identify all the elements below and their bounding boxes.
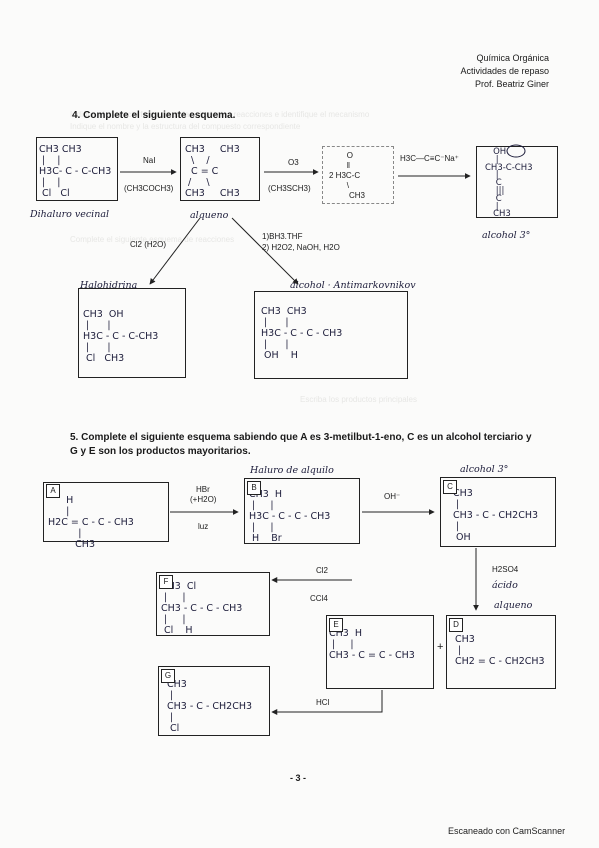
q4-reagent-nai: NaI xyxy=(143,156,156,165)
q5-box-g: CH3 | CH3 - C - CH2CH3 | Cl xyxy=(158,666,270,736)
q5-reagent-hbr: HBr xyxy=(196,485,210,494)
q4-note-alkene: alqueno xyxy=(190,210,229,221)
q5-box-d: CH3 | CH2 = C - CH2CH3 xyxy=(446,615,556,689)
q4-dihalide-structure: CH3 CH3 | | H3C- C - C-CH3 | | Cl Cl xyxy=(39,144,112,199)
q5-label-d: D xyxy=(449,618,463,632)
q4-note-dihalide: Dihaluro vecinal xyxy=(30,209,110,220)
q5-note-alkyl-halide: Haluro de alquilo xyxy=(250,465,334,476)
question-4-title: 4. Complete el siguiente esquema. xyxy=(72,110,236,121)
activity-title: Actividades de repaso xyxy=(460,66,549,76)
q4-note-antimarkovnikov: alcohol · Antimarkovnikov xyxy=(290,280,416,291)
q5-box-e: CH3 H | | CH3 - C = C - CH3 xyxy=(326,615,434,689)
q5-box-c: CH3 | CH3 - C - CH2CH3 | OH xyxy=(440,477,556,547)
q5-note-tertiary-alcohol: alcohol 3° xyxy=(460,464,509,475)
q5-structure-d: CH3 | CH2 = C - CH2CH3 xyxy=(455,634,545,667)
q5-structure-g: CH3 | CH3 - C - CH2CH3 | Cl xyxy=(167,679,253,734)
q5-note-alkene: alqueno xyxy=(494,600,533,611)
q4-reagent-cl2: Cl2 (H2O) xyxy=(130,240,167,249)
q4-note-halohydrin: Halohidrina xyxy=(80,280,138,291)
q5-label-b: B xyxy=(247,481,261,495)
q4-halohydrin-structure: CH3 OH | | H3C - C - C-CH3 | | Cl CH3 xyxy=(83,309,159,364)
page-number: - 3 - xyxy=(290,773,307,783)
q5-reagent-oh: OH⁻ xyxy=(384,492,401,501)
q4-note-tertiary: alcohol 3° xyxy=(482,230,531,241)
q5-structure-c: CH3 | CH3 - C - CH2CH3 | OH xyxy=(453,488,539,543)
question-5-title-line-2: G y E son los productos mayoritarios. xyxy=(70,446,251,457)
camscanner-footer: Escaneado con CamScanner xyxy=(448,826,566,836)
q5-label-g: G xyxy=(161,669,175,683)
q4-anti-alcohol-box: CH3 CH3 | | H3C - C - C - CH3 | | OH H xyxy=(254,291,408,379)
q4-dihalide-box: CH3 CH3 | | H3C- C - C-CH3 | | Cl Cl xyxy=(36,137,118,201)
q5-structure-e: CH3 H | | CH3 - C = C - CH3 xyxy=(329,628,415,661)
q4-alkene-structure: CH3 CH3 \ / C = C / \ CH3 CH3 xyxy=(185,144,240,199)
q4-halohydrin-box: CH3 OH | | H3C - C - C-CH3 | | Cl CH3 xyxy=(78,288,186,378)
question-5-title-line-1: 5. Complete el siguiente esquema sabiend… xyxy=(70,432,532,443)
professor-name: Prof. Beatriz Giner xyxy=(474,79,549,89)
q4-ketone-box: O ‖ 2 H3C-C \ CH3 xyxy=(322,146,394,204)
q5-label-c: C xyxy=(443,480,457,494)
q5-box-a: H | H2C = C - C - CH3 | CH3 xyxy=(43,482,169,550)
q4-reagent-acetylide: H3C—C≡C⁻Na⁺ xyxy=(400,154,459,163)
q5-reagent-h2o: (+H2O) xyxy=(190,495,217,504)
q5-label-f: F xyxy=(159,575,173,589)
q5-reagent-h2so4: H2SO4 xyxy=(492,565,519,574)
q4-alcohol-box: OH | CH3-C-CH3 | C ||| C | CH3 xyxy=(476,146,558,220)
arrow-q5-e-to-g xyxy=(271,690,383,715)
q5-reagent-ccl4: CCl4 xyxy=(310,594,328,603)
arrow-q4-hydroboration xyxy=(231,217,299,285)
oh-circle-annotation xyxy=(506,144,526,158)
q4-alcohol-structure: OH | CH3-C-CH3 | C ||| C | CH3 xyxy=(485,147,533,220)
q5-reagent-cl2: Cl2 xyxy=(316,566,329,575)
q5-note-acid: ácido xyxy=(492,580,518,591)
q4-reagent-bh3: 1)BH3.THF xyxy=(262,232,303,241)
q4-reagent-dms: (CH3SCH3) xyxy=(268,184,311,193)
document-header: Química Orgánica Actividades de repaso P… xyxy=(460,52,549,91)
q5-label-a: A xyxy=(46,484,60,498)
q4-reagent-oxidation: 2) H2O2, NaOH, H2O xyxy=(262,243,340,252)
q5-reagent-luz: luz xyxy=(198,522,209,531)
q5-structure-a: H | H2C = C - C - CH3 | CH3 xyxy=(48,495,134,550)
q5-plus-sign: + xyxy=(437,641,444,653)
arrow-q4-halohydrin xyxy=(149,217,201,285)
q5-reagent-hcl: HCl xyxy=(316,698,330,707)
q4-ketone-structure: O ‖ 2 H3C-C \ CH3 xyxy=(329,151,366,200)
q4-reagent-o3: O3 xyxy=(288,158,299,167)
q4-anti-alcohol-structure: CH3 CH3 | | H3C - C - C - CH3 | | OH H xyxy=(261,306,343,361)
q4-alkene-box: CH3 CH3 \ / C = C / \ CH3 CH3 xyxy=(180,137,260,201)
q4-reagent-acetone: (CH3COCH3) xyxy=(124,184,174,193)
course-title: Química Orgánica xyxy=(476,53,549,63)
q5-label-e: E xyxy=(329,618,343,632)
